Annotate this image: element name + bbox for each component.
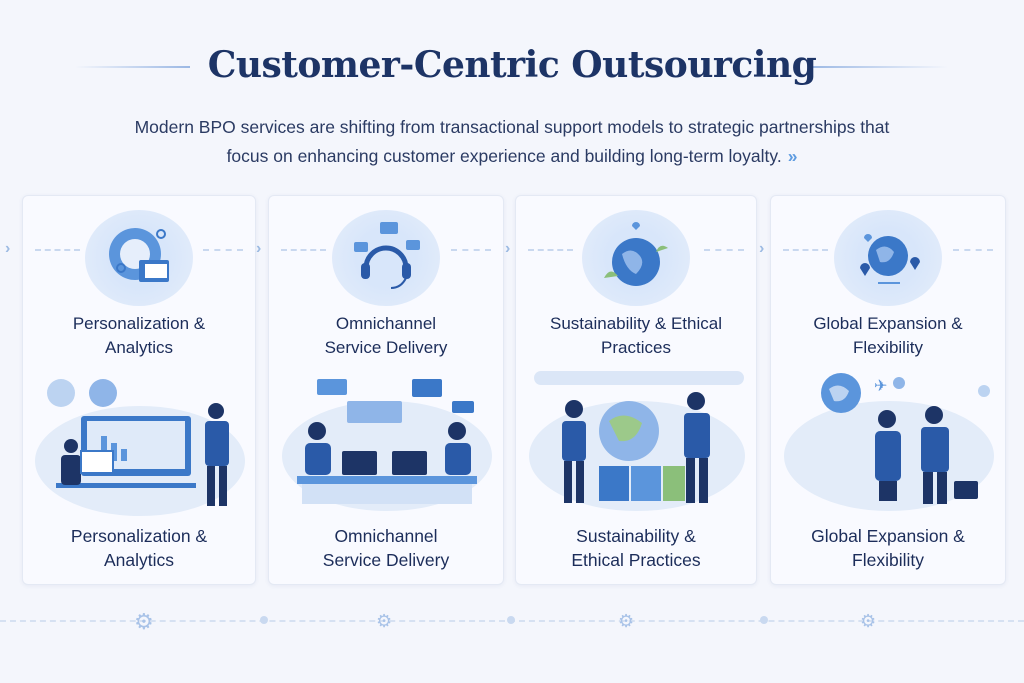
- card-caption: Sustainability & Ethical Practices: [571, 526, 701, 570]
- card-title: Omnichannel Service Delivery: [324, 314, 448, 357]
- double-chevron-right-icon: »: [787, 146, 798, 166]
- divider: [451, 249, 491, 251]
- svg-text:✈: ✈: [874, 378, 887, 395]
- card-sustainability-ethics: Sustainability & Ethical Practices Susta…: [515, 195, 757, 585]
- office-analytics-illustration: [31, 371, 247, 516]
- divider: [203, 249, 243, 251]
- dot: [760, 616, 768, 624]
- divider: [704, 249, 744, 251]
- chevron-right-icon: ›: [505, 240, 511, 257]
- analytics-head-icon: [85, 210, 193, 306]
- chevron-right-icon: ›: [5, 240, 11, 257]
- card-personalization-analytics: Personalization & Analytics Personalizat…: [22, 195, 256, 585]
- subtitle: Modern BPO services are shifting from tr…: [0, 113, 1024, 171]
- title-line-right: [808, 66, 948, 68]
- dot: [507, 616, 515, 624]
- card-title: Global Expansion & Flexibility: [813, 314, 963, 357]
- divider: [281, 249, 326, 251]
- globe-pins-icon: [834, 210, 942, 306]
- subtitle-line-1: Modern BPO services are shifting from tr…: [134, 117, 890, 137]
- card-omnichannel-service: Omnichannel Service Delivery Omnichannel…: [268, 195, 504, 585]
- divider: [953, 249, 993, 251]
- divider: [528, 249, 573, 251]
- divider: [783, 249, 828, 251]
- card-caption: Global Expansion & Flexibility: [811, 526, 965, 570]
- gear-icon: ⚙: [134, 609, 154, 634]
- chevron-right-icon: ›: [256, 240, 262, 257]
- handshake-illustration: ✈: [779, 371, 997, 516]
- globe-leaf-icon: [582, 210, 690, 306]
- title-line-left: [75, 66, 190, 68]
- card-caption: Personalization & Analytics: [70, 526, 208, 570]
- subtitle-line-2: focus on enhancing customer experience a…: [226, 146, 782, 166]
- card-title: Personalization & Analytics: [72, 314, 206, 357]
- card-title: Sustainability & Ethical Practices: [550, 314, 722, 357]
- gear-icon: ⚙: [618, 611, 635, 631]
- divider: [35, 249, 80, 251]
- card-caption: Omnichannel Service Delivery: [322, 526, 450, 570]
- chevron-right-icon: ›: [759, 240, 765, 257]
- headset-icon: [332, 210, 440, 306]
- gear-icon: ⚙: [376, 611, 393, 631]
- call-center-illustration: [277, 371, 495, 516]
- page-title: Customer-Centric Outsourcing: [207, 44, 817, 86]
- sustainability-team-illustration: [524, 371, 748, 516]
- card-global-expansion: Global Expansion & Flexibility ✈ Global …: [770, 195, 1006, 585]
- gear-icon: ⚙: [860, 611, 877, 631]
- dot: [260, 616, 268, 624]
